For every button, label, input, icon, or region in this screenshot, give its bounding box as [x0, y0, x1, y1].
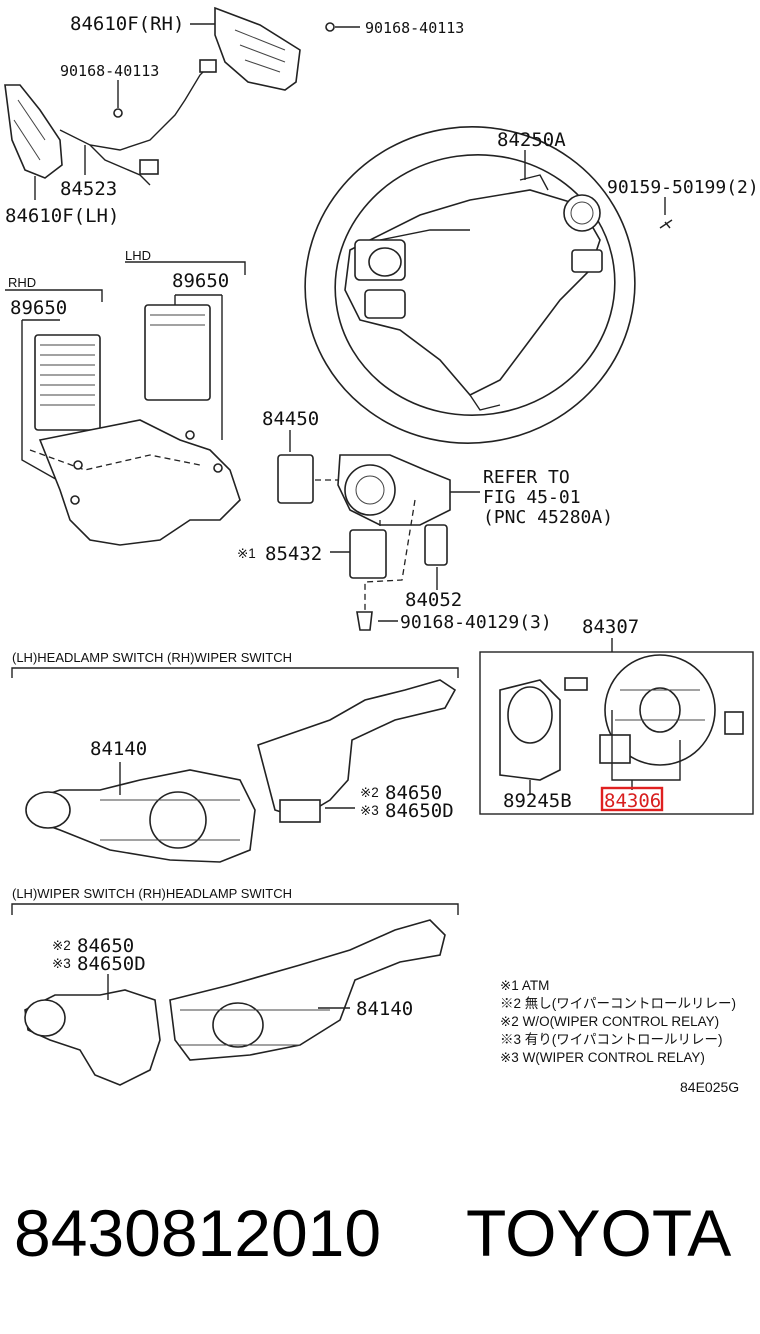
footer-part-number: 8430812010 [14, 1196, 381, 1270]
label-89650-lhd: 89650 [172, 270, 229, 292]
note-2: ※2 無し(ワイパーコントロールリレー) [500, 996, 736, 1011]
mark-84650D-a: ※3 [360, 803, 379, 818]
spiral-cable-box [479, 638, 754, 815]
label-90168-40129: 90168-40129(3) [400, 612, 552, 633]
refer-to-line3: (PNC 45280A) [483, 507, 613, 528]
footer-brand: TOYOTA [466, 1196, 731, 1270]
diagram-code: 84E025G [680, 1079, 739, 1095]
label-84650-a: 84650 [385, 782, 442, 804]
leader-lines-top [34, 23, 666, 215]
note-4: ※3 有り(ワイパコントロールリレー) [500, 1032, 722, 1047]
label-84650D-b: 84650D [77, 953, 146, 975]
label-89245B: 89245B [503, 790, 572, 812]
label-84450: 84450 [262, 408, 319, 430]
label-84610F-RH: 84610F(RH) [70, 13, 184, 35]
label-84306-highlighted[interactable]: 84306 [604, 790, 661, 812]
mark-84650-b: ※2 [52, 938, 71, 953]
mark-84650D-b: ※3 [52, 956, 71, 971]
section1-title: (LH)HEADLAMP SWITCH (RH)WIPER SWITCH [12, 650, 292, 665]
label-84052: 84052 [405, 589, 462, 611]
ecu-89650-illustration [5, 261, 246, 546]
column-switch-illustration [277, 430, 480, 631]
label-lhd: LHD [125, 248, 151, 263]
label-84650D-a: 84650D [385, 800, 454, 822]
label-84250A: 84250A [497, 129, 566, 151]
mark-84650-a: ※2 [360, 785, 379, 800]
label-84610F-LH: 84610F(LH) [5, 205, 119, 227]
label-84650-b: 84650 [77, 935, 134, 957]
note-1: ※1 ATM [500, 978, 549, 993]
refer-to-line2: FIG 45-01 [483, 487, 581, 508]
label-84140-a: 84140 [90, 738, 147, 760]
label-84140-b: 84140 [356, 998, 413, 1020]
refer-to-line1: REFER TO [483, 467, 570, 488]
label-rhd: RHD [8, 275, 36, 290]
label-90168-40113-left: 90168-40113 [60, 62, 159, 80]
label-90159-50199: 90159-50199(2) [607, 177, 759, 198]
note-5: ※3 W(WIPER CONTROL RELAY) [500, 1050, 705, 1065]
section2-illustration [11, 903, 459, 1086]
label-85432: 85432 [265, 543, 322, 565]
label-89650-rhd: 89650 [10, 297, 67, 319]
mark-85432: ※1 [237, 546, 256, 561]
note-3: ※2 W/O(WIPER CONTROL RELAY) [500, 1014, 719, 1029]
section1-illustration [11, 667, 459, 863]
label-84307: 84307 [582, 616, 639, 638]
label-90168-40113-right: 90168-40113 [365, 19, 464, 37]
paddle-shifter-illustration [4, 6, 335, 186]
section2-title: (LH)WIPER SWITCH (RH)HEADLAMP SWITCH [12, 886, 292, 901]
steering-wheel-illustration [304, 126, 673, 444]
label-84523: 84523 [60, 178, 117, 200]
